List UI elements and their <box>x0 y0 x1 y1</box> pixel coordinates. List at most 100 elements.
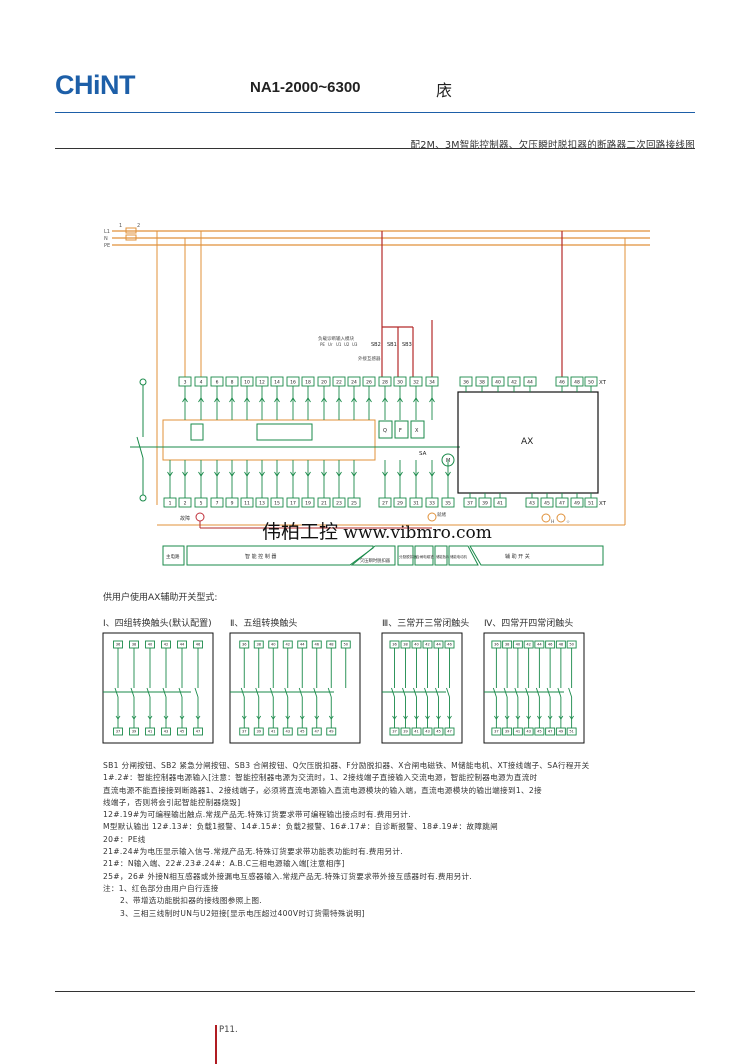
connector-arrow-icon <box>494 715 499 720</box>
sa-label: SA <box>419 451 427 457</box>
model-suffix: 庡 <box>436 81 453 100</box>
fault-lamp-label: 故障 <box>180 515 190 522</box>
coils: Q F X SA M <box>378 420 455 467</box>
diagram-subtitle: 配2M、3M智能控制器、欠压瞬时脱扣器的断路器二次回路接线图 <box>410 140 695 151</box>
terminal-label: 48 <box>329 643 334 647</box>
ax-contact <box>178 687 183 698</box>
button-label-sb1: SB1 <box>387 342 397 348</box>
connector-arrow-icon <box>397 471 403 477</box>
ax-form-title-2: Ⅱ、五组转换触头 <box>230 619 298 629</box>
star-lamp-icon <box>556 513 566 523</box>
terminal-label: 2 <box>184 501 187 507</box>
terminal-label: 5 <box>200 501 203 507</box>
terminal-label: 21 <box>321 501 327 507</box>
coil-q <box>378 420 393 439</box>
ax-contact <box>413 687 417 698</box>
connector-arrow-icon <box>131 715 137 720</box>
terminal-label: 41 <box>516 730 521 734</box>
brand-text: CHiNT <box>55 70 136 100</box>
terminal-label: 29 <box>397 501 403 507</box>
ax-contact <box>327 687 332 698</box>
terminal-label: 44 <box>436 643 441 647</box>
button-label-sb3: SB3 <box>402 342 412 348</box>
terminal-label: 38 <box>479 380 485 386</box>
connector-arrow-icon <box>351 471 357 477</box>
connector-arrow-icon <box>256 715 262 720</box>
ax-form-frame <box>483 632 585 744</box>
terminal-label: 41 <box>497 501 503 507</box>
terminal-label: 46 <box>548 643 553 647</box>
wiring-diagram: L1 N PE 1 2 SB2 SB1 SB3 负载诊断输入模块 PE Ur U… <box>104 223 650 566</box>
ax-contact <box>284 687 289 698</box>
block-shunt <box>397 545 414 566</box>
programmable-output-box <box>256 423 313 441</box>
terminal-label: 6 <box>216 380 219 386</box>
terminal-label: 49 <box>559 730 564 734</box>
connector-arrow-icon <box>414 715 419 720</box>
terminal-label: 46 <box>559 380 565 386</box>
terminal-label: 39 <box>482 501 488 507</box>
terminal-label: 45 <box>300 730 305 734</box>
ax-contact <box>546 687 551 698</box>
terminal-label: 27 <box>382 501 388 507</box>
connector-arrow-icon <box>270 715 276 720</box>
connector-arrow-icon <box>403 715 408 720</box>
block-label-charge-motor: 储能电动机 <box>450 554 468 559</box>
block-label-shunt: 分励脱扣器 <box>399 554 417 559</box>
connector-arrow-icon <box>397 397 403 403</box>
connector-arrow-icon <box>198 397 204 403</box>
terminal-label: 42 <box>164 643 169 647</box>
terminal-label: 32 <box>413 380 419 386</box>
note-line: 1#.2#：智能控制器电源输入[注意：智能控制器电源为交流时，1、2接线端子直接… <box>103 773 538 783</box>
bus-label-pe: PE <box>104 243 110 249</box>
note-line: 25#，26# 外接N相互感器或外接漏电互感器输入.常规产品无.特殊订货要求带外… <box>103 871 473 881</box>
terminal-label: 49 <box>574 501 580 507</box>
connector-arrow-icon <box>515 715 521 720</box>
block-uv-release <box>350 545 396 566</box>
terminal-label: 47 <box>559 501 565 507</box>
connector-arrow-icon <box>290 397 296 403</box>
terminal-label: 11 <box>244 501 250 507</box>
watermark: 伟柏工控 www.vibmro.com <box>262 517 492 544</box>
ax-contact <box>240 687 245 698</box>
connector-arrow-icon <box>382 397 388 403</box>
notes: SB1 分闸按钮、SB2 紧急分闸按钮、SB3 合闸按钮、Q欠压脱扣器、F分励脱… <box>103 760 663 920</box>
terminal-label: 40 <box>495 380 501 386</box>
terminal-label: 50 <box>343 643 348 647</box>
terminal-label: 43 <box>164 730 169 734</box>
input-terminal-u1: U1 <box>336 342 342 347</box>
terminal-label: 12 <box>259 380 265 386</box>
terminal-label: 39 <box>505 730 510 734</box>
terminal-label: 47 <box>196 730 201 734</box>
connector-arrow-icon <box>305 471 311 477</box>
terminal-label: 13 <box>259 501 265 507</box>
ax-contact <box>568 687 573 698</box>
xt-label-top: XT <box>599 380 607 386</box>
connector-arrow-icon <box>259 397 265 403</box>
terminal-label: 20 <box>321 380 327 386</box>
terminal-label: 51 <box>569 730 574 734</box>
relay-contact-box <box>190 423 204 441</box>
ax-contact <box>114 687 119 698</box>
bus-label-l1: L1 <box>104 229 110 235</box>
terminal-label: 45 <box>180 730 185 734</box>
fuse-icon <box>125 227 137 234</box>
terminal-label: 42 <box>285 643 290 647</box>
connector-arrow-icon <box>445 471 451 477</box>
block-closing <box>414 545 434 566</box>
connector-arrow-icon <box>328 715 334 720</box>
terminal-label: 37 <box>494 730 499 734</box>
ax-contact <box>503 687 508 698</box>
functional-blocks: 主电路 智 能 控 制 器 欠压瞬时脱扣器 分励脱扣器 合闸电磁铁 储能指示 储… <box>162 545 604 566</box>
terminal-label: 25 <box>351 501 357 507</box>
terminal-label: 24 <box>351 380 357 386</box>
connector-arrow-icon <box>198 471 204 477</box>
ax-contact <box>525 687 530 698</box>
terminal-label: 47 <box>548 730 553 734</box>
connector-arrow-icon <box>569 715 574 720</box>
connector-arrow-icon <box>290 471 296 477</box>
block-label-uv-release: 欠压瞬时脱扣器 <box>360 557 391 564</box>
terminal-label: 14 <box>274 380 280 386</box>
